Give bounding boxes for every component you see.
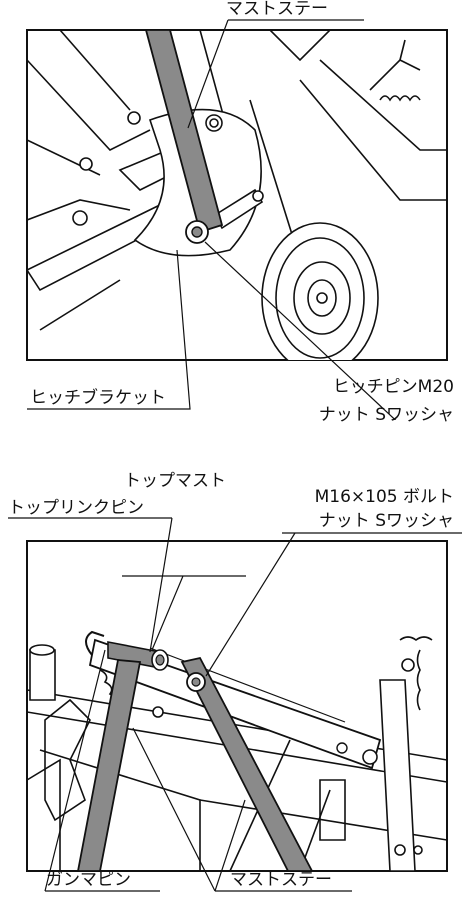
- label-hitch-bracket: ヒッチブラケット: [30, 388, 166, 408]
- mast-stay-bar-2-right: [180, 656, 314, 872]
- diagram-1-illustration: [26, 19, 448, 420]
- diagram-2-frame: [26, 540, 448, 872]
- gamma-pin: [85, 630, 105, 656]
- label-bolt-line2: ナット Sワッシャ: [318, 511, 454, 531]
- mast-stay-bar-1: [144, 29, 224, 234]
- label-gamma-pin: ガンマピン: [46, 870, 131, 890]
- label-top-link-pin: トップリンクピン: [8, 498, 144, 518]
- label-top-mast: トップマスト: [124, 471, 226, 491]
- label-hitch-pin-line1: ヒッチピンM20: [332, 377, 454, 397]
- mast-stay-bar-2-left: [76, 659, 142, 872]
- top-mast-bar: [88, 638, 382, 770]
- label-bolt-line1: M16×105 ボルト: [314, 487, 454, 507]
- m16-bolt: [186, 672, 206, 692]
- label-hitch-pin-line2: ナット Sワッシャ: [318, 405, 454, 425]
- label-mast-stay-2: マストステー: [230, 870, 332, 890]
- label-mast-stay-1: マストステー: [226, 0, 328, 19]
- top-link-pin: [107, 641, 161, 669]
